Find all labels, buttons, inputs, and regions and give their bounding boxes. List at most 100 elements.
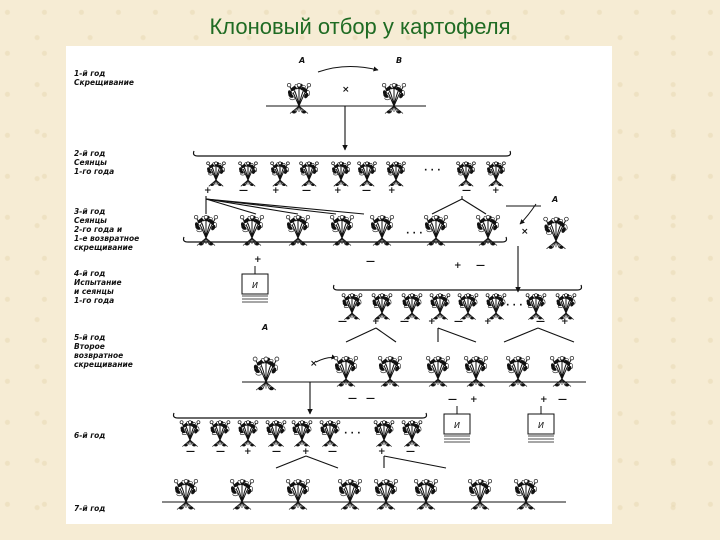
- seedling-plant: [513, 478, 539, 510]
- plants: И И И: [173, 82, 577, 510]
- seedling-plant: [173, 478, 199, 510]
- seedling-plant: [413, 478, 439, 510]
- minus-sign: —: [186, 447, 195, 457]
- seedling-plant: [423, 214, 449, 246]
- branch-line: [205, 198, 257, 215]
- seedling-plant: [555, 293, 577, 320]
- branch-line: [205, 198, 299, 215]
- plus-sign: +: [204, 186, 212, 196]
- test-box: И: [527, 406, 555, 443]
- year-label-4: 4-й год: [74, 269, 105, 278]
- test-box-label: И: [454, 421, 460, 430]
- branch-line: [205, 198, 365, 215]
- seedling-plant: [265, 420, 287, 447]
- minus-sign: —: [239, 186, 248, 196]
- branch-line: [431, 198, 463, 215]
- branch-line: [275, 455, 307, 469]
- slide-title: Клоновый отбор у картофеля: [209, 14, 511, 39]
- minus-sign: —: [400, 317, 409, 327]
- branch-line: [305, 455, 339, 469]
- seedling-plant: [401, 420, 423, 447]
- seedling-plant: [337, 478, 363, 510]
- seedling-plant: [429, 293, 451, 320]
- year-label-2: 2-й год: [74, 149, 105, 158]
- plus-sign: +: [254, 255, 262, 265]
- year-label-3: 2-го года и: [74, 225, 123, 234]
- test-box: И: [443, 406, 471, 443]
- seedling-plant: [237, 420, 259, 447]
- seedling-plant: [425, 355, 451, 387]
- plus-sign: +: [454, 261, 462, 271]
- seedling-plant: [193, 214, 219, 246]
- minus-sign: —: [328, 447, 337, 457]
- minus-sign: —: [448, 395, 457, 405]
- minus-sign: —: [216, 447, 225, 457]
- cross-arrow: [317, 66, 379, 73]
- year-label-1: 1-й год: [74, 69, 105, 78]
- minus-sign: —: [362, 186, 371, 196]
- cross-symbol: ×: [521, 227, 529, 237]
- minus-sign: —: [272, 447, 281, 457]
- seedling-plant: [291, 420, 313, 447]
- minus-sign: —: [536, 317, 545, 327]
- branch-line: [537, 327, 575, 343]
- parent-b-plant: [381, 82, 407, 114]
- year-label-6: 6-й год: [74, 431, 105, 440]
- seedling-plant: [341, 293, 363, 320]
- minus-sign: —: [338, 317, 347, 327]
- minus-sign: —: [366, 257, 375, 267]
- year-label-3: Сеянцы: [74, 216, 107, 225]
- minus-sign: —: [302, 186, 311, 196]
- plus-sign: +: [492, 186, 500, 196]
- branch-line: [503, 327, 539, 343]
- connector-lines: [162, 66, 586, 503]
- plus-sign: +: [470, 395, 478, 405]
- seedling-plant: [377, 355, 403, 387]
- seedling-plant: [373, 420, 395, 447]
- plus-sign: +: [244, 447, 252, 457]
- branch-line: [437, 327, 477, 343]
- year-label-5: возвратное: [74, 351, 123, 360]
- parent-label-a: А: [551, 195, 558, 204]
- parent-a-plant: [543, 216, 569, 250]
- row-ellipsis: · · ·: [424, 166, 441, 176]
- cross-symbol: ×: [342, 85, 350, 95]
- branch-line: [345, 327, 377, 343]
- seedling-plant: [467, 478, 493, 510]
- year-label-4: 1-го года: [74, 296, 114, 305]
- seedling-plant: [486, 161, 506, 187]
- year-label-4: Испытание: [74, 278, 122, 287]
- test-box-label: И: [538, 421, 544, 430]
- seedling-plant: [270, 161, 290, 187]
- seedling-plant: [285, 478, 311, 510]
- row-ellipsis: · · ·: [344, 429, 361, 439]
- seedling-plant: [206, 161, 226, 187]
- year-label-2: Сеянцы: [74, 158, 107, 167]
- year-label-7: 7-й год: [74, 504, 105, 513]
- seedling-plant: [357, 161, 377, 187]
- seedling-plant: [456, 161, 476, 187]
- seedling-plant: [319, 420, 341, 447]
- year-label-3: 1-е возвратное: [74, 234, 139, 243]
- test-box: И: [241, 266, 269, 303]
- seedling-plant: [229, 478, 255, 510]
- seedling-plant: [463, 355, 489, 387]
- plus-sign: +: [388, 186, 396, 196]
- plus-sign: +: [428, 317, 436, 327]
- parent-label-a: А: [261, 323, 268, 332]
- seedling-plant: [505, 355, 531, 387]
- seedling-plant: [238, 161, 258, 187]
- plus-sign: +: [378, 447, 386, 457]
- cross-arrow: [315, 354, 337, 363]
- seedling-plant: [485, 293, 507, 320]
- plus-sign: +: [272, 186, 280, 196]
- seedling-plant: [475, 214, 501, 246]
- seedling-plant: [549, 355, 575, 387]
- seedling-plant: [457, 293, 479, 320]
- cross-symbol: ×: [310, 359, 318, 369]
- minus-sign: —: [558, 395, 567, 405]
- seedling-plant: [373, 478, 399, 510]
